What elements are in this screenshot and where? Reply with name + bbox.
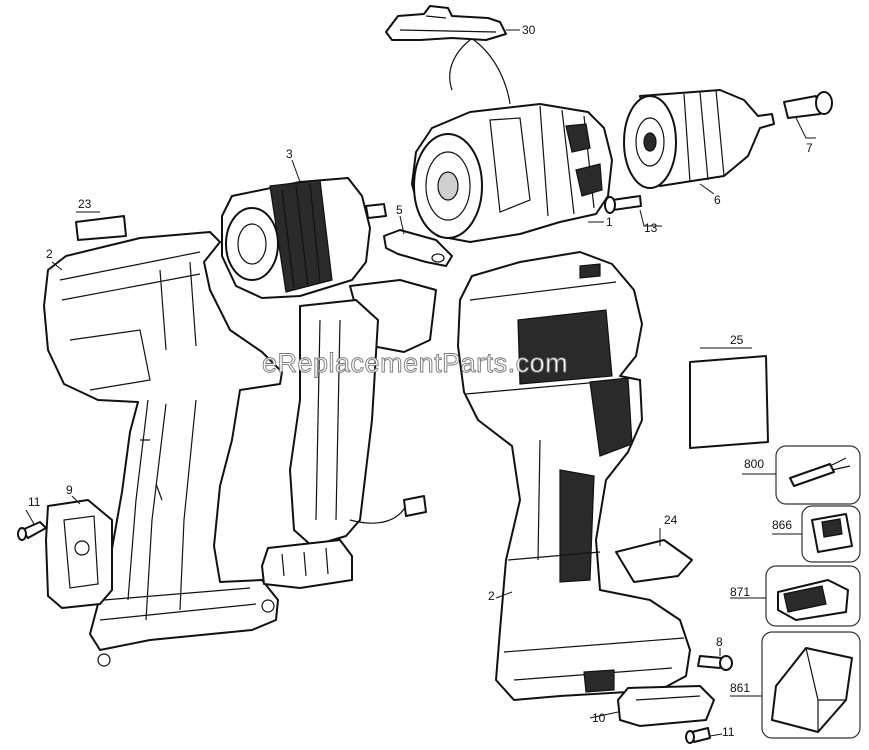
callout-1: 1 [606, 215, 613, 229]
callout-11-bottom: 11 [722, 725, 735, 739]
part-5-lever[interactable] [383, 229, 453, 267]
callout-5: 5 [396, 203, 403, 217]
part-3-motor[interactable] [221, 177, 387, 299]
callout-3: 3 [286, 147, 293, 161]
part-11-screw-bottom[interactable] [685, 727, 711, 744]
callout-24: 24 [664, 513, 678, 527]
part-24-label[interactable] [615, 539, 693, 583]
part-13-screw[interactable] [604, 195, 642, 214]
accessory-800-bit[interactable] [775, 445, 861, 505]
part-25-label[interactable] [689, 355, 769, 449]
callout-2-left: 2 [46, 247, 53, 261]
callout-11-left: 11 [28, 495, 41, 509]
callout-871: 871 [730, 585, 750, 599]
callout-2-right: 2 [488, 589, 495, 603]
callout-6: 6 [714, 193, 721, 207]
callouts: 30 3 23 5 1 13 6 7 2 25 800 866 871 861 … [25, 23, 816, 739]
part-2-housing-right[interactable] [457, 251, 691, 701]
accessory-866-battery[interactable] [801, 505, 861, 563]
part-9-belt-hook[interactable] [45, 499, 113, 609]
switch-wiring-assembly[interactable] [261, 279, 437, 589]
callout-10: 10 [592, 711, 606, 725]
accessory-861-case[interactable] [761, 631, 861, 739]
part-2-housing-left[interactable] [43, 231, 283, 667]
callout-30: 30 [522, 23, 536, 37]
callout-23: 23 [78, 197, 92, 211]
part-11-screw-left[interactable] [17, 521, 47, 541]
callout-866: 866 [772, 518, 792, 532]
callout-7: 7 [806, 141, 813, 155]
part-23-label[interactable] [75, 215, 127, 241]
callout-25: 25 [730, 333, 744, 347]
callout-861: 861 [730, 681, 750, 695]
part-8-screw[interactable] [697, 655, 733, 671]
callout-9: 9 [66, 483, 73, 497]
callout-800: 800 [744, 457, 764, 471]
part-6-chuck[interactable] [623, 89, 775, 189]
part-1-gearbox[interactable] [411, 103, 613, 243]
part-30-clip[interactable] [385, 5, 511, 105]
callout-13: 13 [644, 221, 658, 235]
callout-8: 8 [716, 635, 723, 649]
part-10-clip[interactable] [617, 685, 715, 727]
accessory-871-charger[interactable] [765, 565, 861, 627]
part-7-screw[interactable] [783, 91, 833, 119]
watermark: eReplacementParts.com [262, 348, 568, 378]
